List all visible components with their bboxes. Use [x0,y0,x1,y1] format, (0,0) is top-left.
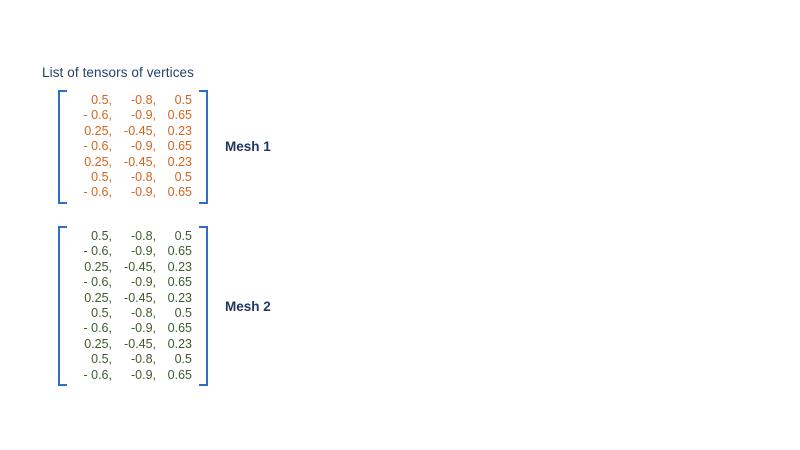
matrix-cell: 0.65 [167,367,192,382]
matrix-cell: 0.5 [174,306,192,321]
matrix-row: 0.25, -0.45, 0.23 [74,337,192,352]
matrix-cell: 0.5, [91,170,112,185]
matrix-cell: -0.8, [130,93,156,107]
matrix-cell: -0.45, [124,290,156,305]
matrix-cell: 0.65 [167,321,192,336]
matrix-cell: - 0.6, [83,367,113,382]
matrix-cell: 0.5, [91,229,112,243]
matrix-cell: 0.65 [167,244,192,259]
matrix-row: 0.25, -0.45, 0.23 [74,260,192,275]
matrix-cell: 0.65 [167,185,192,200]
matrix-row: 0.5, -0.8, 0.5 [74,93,192,108]
matrix-cell: 0.5, [91,306,112,321]
matrix-cell: 0.23 [167,259,192,274]
matrix-cell: -0.9, [130,275,156,290]
matrix-row: 0.25, -0.45, 0.23 [74,155,192,170]
right-bracket-icon [198,90,208,204]
matrix-cell: -0.9, [130,321,156,336]
matrix-cell: - 0.6, [83,185,113,200]
left-bracket-icon [58,90,68,204]
matrix-row: 0.5, -0.8, 0.5 [74,352,192,367]
matrix-cell: 0.5, [91,352,112,367]
matrix-cell: -0.8, [130,306,156,321]
matrix-cell: 0.23 [167,336,192,351]
matrix-cell: 0.25, [84,336,112,351]
matrix-cell: 0.23 [167,123,192,138]
matrix-cell: -0.9, [130,139,156,154]
matrix-cell: - 0.6, [83,321,113,336]
mesh-label-2: Mesh 2 [225,298,271,314]
page-title: List of tensors of vertices [42,65,195,80]
matrix-row: - 0.6, -0.9, 0.65 [74,139,193,154]
matrix-row: 0.25, -0.45, 0.23 [74,124,192,139]
matrix-row: 0.25, -0.45, 0.23 [74,291,192,306]
matrix-row: 0.5, -0.8, 0.5 [74,306,192,321]
matrix-row: 0.5, -0.8, 0.5 [74,229,192,244]
matrix-cell: -0.9, [130,185,156,200]
matrix-cell: -0.9, [130,108,156,123]
matrix-cell: 0.25, [84,259,112,274]
matrix-cell: -0.8, [130,229,156,243]
mesh-label-1: Mesh 1 [225,139,271,155]
matrix-row: - 0.6, -0.9, 0.65 [74,367,193,383]
matrix-row: - 0.6, -0.9, 0.65 [74,275,193,290]
matrix-cell: - 0.6, [83,275,113,290]
matrix-cell: -0.45, [124,123,156,138]
matrix-row: 0.5, -0.8, 0.5 [74,170,192,185]
matrix-cell: 0.5, [91,93,112,107]
matrix-cell: 0.65 [167,108,192,123]
matrix-cell: -0.45, [124,154,156,169]
matrix-cell: 0.23 [167,154,192,169]
matrix-cell: -0.8, [130,352,156,367]
left-bracket-icon [58,226,68,387]
matrix-cell: -0.8, [130,170,156,185]
matrix-row: - 0.6, -0.9, 0.65 [74,185,193,200]
matrix-cell: -0.9, [130,244,156,259]
right-bracket-icon [198,226,208,387]
matrix-cell: 0.5 [174,229,192,243]
matrix-cell: - 0.6, [83,139,113,154]
matrix-cell: 0.5 [174,170,192,185]
matrix-row: - 0.6, -0.9, 0.65 [74,108,193,123]
matrix-cell: 0.5 [174,352,192,367]
matrix-cell: -0.45, [124,336,156,351]
matrix-cell: 0.65 [167,139,192,154]
matrix-row: - 0.6, -0.9, 0.65 [74,244,193,259]
matrix-cell: 0.23 [167,290,192,305]
matrix-cell: 0.25, [84,154,112,169]
matrix-cell: -0.45, [124,259,156,274]
matrix-row: - 0.6, -0.9, 0.65 [74,321,193,336]
matrix-cell: 0.25, [84,290,112,305]
matrix-cell: - 0.6, [83,244,113,259]
matrix-cell: 0.65 [167,275,192,290]
matrix-cell: 0.25, [84,123,112,138]
matrix-cell: -0.9, [130,367,156,382]
matrix-cell: - 0.6, [83,108,113,123]
matrix-cell: 0.5 [174,93,192,107]
